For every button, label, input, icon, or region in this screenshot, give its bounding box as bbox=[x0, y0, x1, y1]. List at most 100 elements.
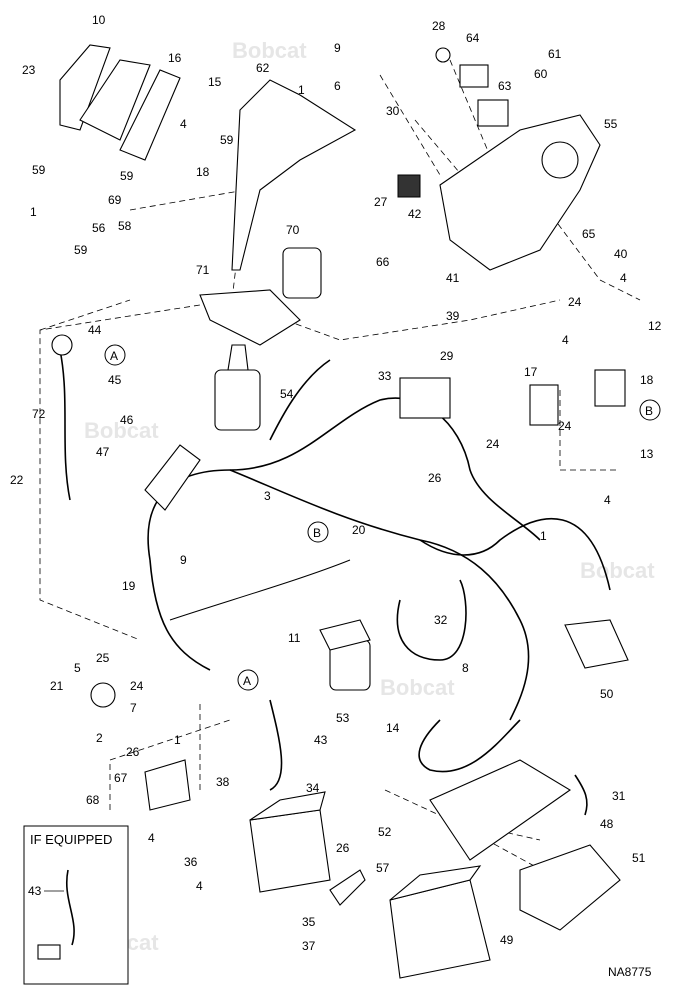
callout-label: 59 bbox=[120, 169, 134, 183]
callout-label: 26 bbox=[336, 841, 350, 855]
callout-label: 53 bbox=[336, 711, 350, 725]
ref-marker-b-label: B bbox=[313, 526, 321, 540]
assembly-dash-lines bbox=[39, 59, 641, 881]
joystick-54 bbox=[214, 369, 261, 431]
inset-frame bbox=[23, 825, 129, 985]
watermark: Bobcat bbox=[232, 38, 307, 63]
inset-title: IF EQUIPPED bbox=[30, 832, 112, 847]
callout-label: 40 bbox=[614, 247, 628, 261]
callout-label: 51 bbox=[632, 851, 646, 865]
callout-label: 9 bbox=[334, 41, 341, 55]
callout-label: 64 bbox=[466, 31, 480, 45]
keypad-63 bbox=[477, 99, 509, 127]
callout-label: 45 bbox=[108, 373, 122, 387]
callout-label: 4 bbox=[180, 117, 187, 131]
callout-label: 17 bbox=[524, 365, 538, 379]
bracket-71 bbox=[199, 289, 301, 346]
callout-label: 35 bbox=[302, 915, 316, 929]
bracket-57 bbox=[329, 869, 366, 906]
controller-67 bbox=[144, 759, 191, 811]
callout-label: 15 bbox=[208, 75, 222, 89]
callout-label: 32 bbox=[434, 613, 448, 627]
callout-label: 44 bbox=[88, 323, 102, 337]
watermark: Bobcat bbox=[580, 558, 655, 583]
module-29 bbox=[399, 377, 451, 419]
callout-label: 10 bbox=[92, 13, 106, 27]
callout-label: 34 bbox=[306, 781, 320, 795]
bracket-62 bbox=[231, 79, 357, 271]
callout-label: 56 bbox=[92, 221, 106, 235]
callout-label: 25 bbox=[96, 651, 110, 665]
callout-label: 72 bbox=[32, 407, 46, 421]
callout-label: 47 bbox=[96, 445, 110, 459]
pump-51 bbox=[519, 844, 621, 931]
callout-label: 13 bbox=[640, 447, 654, 461]
callout-label: 29 bbox=[440, 349, 454, 363]
callout-label: 8 bbox=[462, 661, 469, 675]
callout-label: 52 bbox=[378, 825, 392, 839]
callout-label: 50 bbox=[600, 687, 614, 701]
ref-marker-a bbox=[104, 344, 126, 366]
callout-label: 49 bbox=[500, 933, 514, 947]
callout-label: 41 bbox=[446, 271, 460, 285]
callout-label: 11 bbox=[288, 631, 301, 645]
callout-label: 63 bbox=[498, 79, 512, 93]
callout-label: 2 bbox=[96, 731, 103, 745]
filter-head bbox=[319, 619, 371, 651]
callout-label: 39 bbox=[446, 309, 460, 323]
solenoid-50 bbox=[564, 619, 629, 669]
switch-64 bbox=[459, 64, 489, 88]
battery-34 bbox=[249, 809, 331, 893]
inset-if-equipped: IF EQUIPPED 43 bbox=[23, 825, 129, 985]
callout-label: 16 bbox=[168, 51, 182, 65]
callout-label: 24 bbox=[558, 419, 572, 433]
callout-label: 60 bbox=[534, 67, 548, 81]
panel-16 bbox=[119, 69, 181, 161]
callout-label: 27 bbox=[374, 195, 388, 209]
callout-label: 4 bbox=[620, 271, 627, 285]
callout-label: 3 bbox=[264, 489, 271, 503]
callout-label: 55 bbox=[604, 117, 618, 131]
horn-2 bbox=[90, 682, 116, 708]
callout-label: 1 bbox=[30, 205, 37, 219]
callout-label: 26 bbox=[126, 745, 140, 759]
callout-label: 12 bbox=[648, 319, 662, 333]
callout-label: 1 bbox=[540, 529, 547, 543]
callout-label: 33 bbox=[378, 369, 392, 383]
joystick-handle bbox=[227, 344, 249, 371]
callout-label: 68 bbox=[86, 793, 100, 807]
callout-label: 69 bbox=[108, 193, 122, 207]
switch-44 bbox=[51, 334, 73, 356]
callout-label: 4 bbox=[562, 333, 569, 347]
callout-label: 14 bbox=[386, 721, 400, 735]
callout-label: 65 bbox=[582, 227, 596, 241]
callout-label: 7 bbox=[130, 701, 137, 715]
callout-label: 37 bbox=[302, 939, 316, 953]
watermark: Bobcat bbox=[84, 418, 159, 443]
ref-marker-a-label: A bbox=[243, 674, 251, 688]
module-27 bbox=[397, 174, 421, 198]
seal-18 bbox=[594, 369, 626, 407]
callout-label: 18 bbox=[196, 165, 210, 179]
callout-label: 5 bbox=[74, 661, 81, 675]
callout-label: 28 bbox=[432, 19, 446, 33]
callout-label: 36 bbox=[184, 855, 198, 869]
panel-10 bbox=[59, 44, 111, 131]
cup-holder bbox=[541, 141, 579, 179]
knob-28 bbox=[435, 47, 451, 63]
callout-label: 4 bbox=[196, 879, 203, 893]
callout-label: 21 bbox=[50, 679, 64, 693]
callout-label: 67 bbox=[114, 771, 128, 785]
ref-marker-b bbox=[307, 521, 329, 543]
callout-label: 42 bbox=[408, 207, 422, 221]
callout-label: 19 bbox=[122, 579, 136, 593]
callout-label: 54 bbox=[280, 387, 294, 401]
callout-label: 9 bbox=[180, 553, 187, 567]
ref-marker-b-label: B bbox=[645, 404, 653, 418]
callout-label: 43 bbox=[314, 733, 328, 747]
console-55 bbox=[439, 114, 601, 271]
callout-label: 26 bbox=[428, 471, 442, 485]
callout-label: 71 bbox=[196, 263, 210, 277]
callout-label: 59 bbox=[220, 133, 234, 147]
